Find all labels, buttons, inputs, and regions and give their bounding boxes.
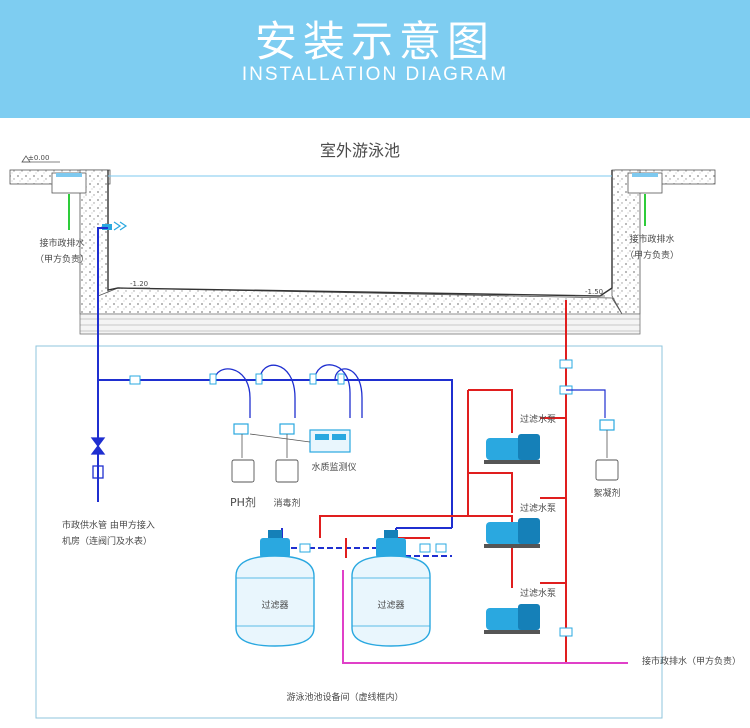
flocculant-tank-icon [595, 459, 619, 481]
water-supply-label-line2: 机房（连阀门及水表） [62, 535, 152, 547]
header-banner: 安装示意图 INSTALLATION DIAGRAM [0, 0, 750, 118]
equipment-room-box [35, 345, 663, 719]
page-subtitle: INSTALLATION DIAGRAM [241, 64, 509, 85]
disinfectant-dosing-pump-icon [279, 423, 295, 458]
pump-bottom-label: 过滤水泵 [520, 587, 556, 599]
installation-diagram: 室外游泳池 ±0.00 -1.20 -1.50 接市政排水 （甲方负责） 接市政… [9, 141, 741, 719]
flocculant-dosing-pump-icon [599, 419, 615, 458]
filter-right-label: 过滤器 [377, 599, 404, 611]
ph-dosing-pump-icon [233, 423, 249, 458]
flocculant-feed-line [566, 389, 606, 418]
filter-right-icon [351, 530, 431, 647]
pump-top-label: 过滤水泵 [520, 413, 556, 425]
water-supply-label-line1: 市政供水管 由甲方接入 [62, 519, 155, 531]
equipment-room-label: 游泳池池设备间（虚线框内） [286, 691, 403, 703]
level-zero-label: ±0.00 [28, 154, 49, 162]
monitor-label: 水质监测仪 [311, 461, 356, 473]
pipe-fittings [129, 359, 573, 637]
backwash-drain-pipe [342, 570, 628, 664]
pump-middle-icon [484, 518, 540, 548]
pool-structure [9, 155, 716, 335]
disinfectant-tank-icon [275, 459, 299, 483]
chemical-feed-lines [214, 364, 363, 418]
level-deep-label: -1.50 [585, 288, 603, 296]
pool-name: 室外游泳池 [320, 141, 400, 160]
page-title: 安装示意图 [254, 17, 495, 66]
filter-left-icon [235, 530, 315, 647]
pump-top-icon [484, 434, 540, 464]
ph-label: PH剂 [230, 495, 256, 509]
flocculant-label: 絮凝剂 [593, 487, 620, 499]
right-drain-label-line2: （甲方负责） [625, 249, 679, 261]
left-drain-label-line2: （甲方负责） [35, 253, 89, 265]
right-drain-label-line1: 接市政排水 [629, 233, 674, 245]
pump-middle-label: 过滤水泵 [520, 502, 556, 514]
pump-bottom-icon [484, 604, 540, 634]
disinfectant-label: 消毒剂 [273, 497, 300, 509]
level-shallow-label: -1.20 [130, 280, 148, 288]
water-monitor-icon [249, 429, 351, 453]
outlet-drain-label: 接市政排水（甲方负责） [642, 655, 741, 667]
filter-left-label: 过滤器 [261, 599, 288, 611]
supply-valve-icon [90, 437, 106, 479]
left-drain-label-line1: 接市政排水 [39, 237, 84, 249]
ph-tank-icon [231, 459, 255, 483]
